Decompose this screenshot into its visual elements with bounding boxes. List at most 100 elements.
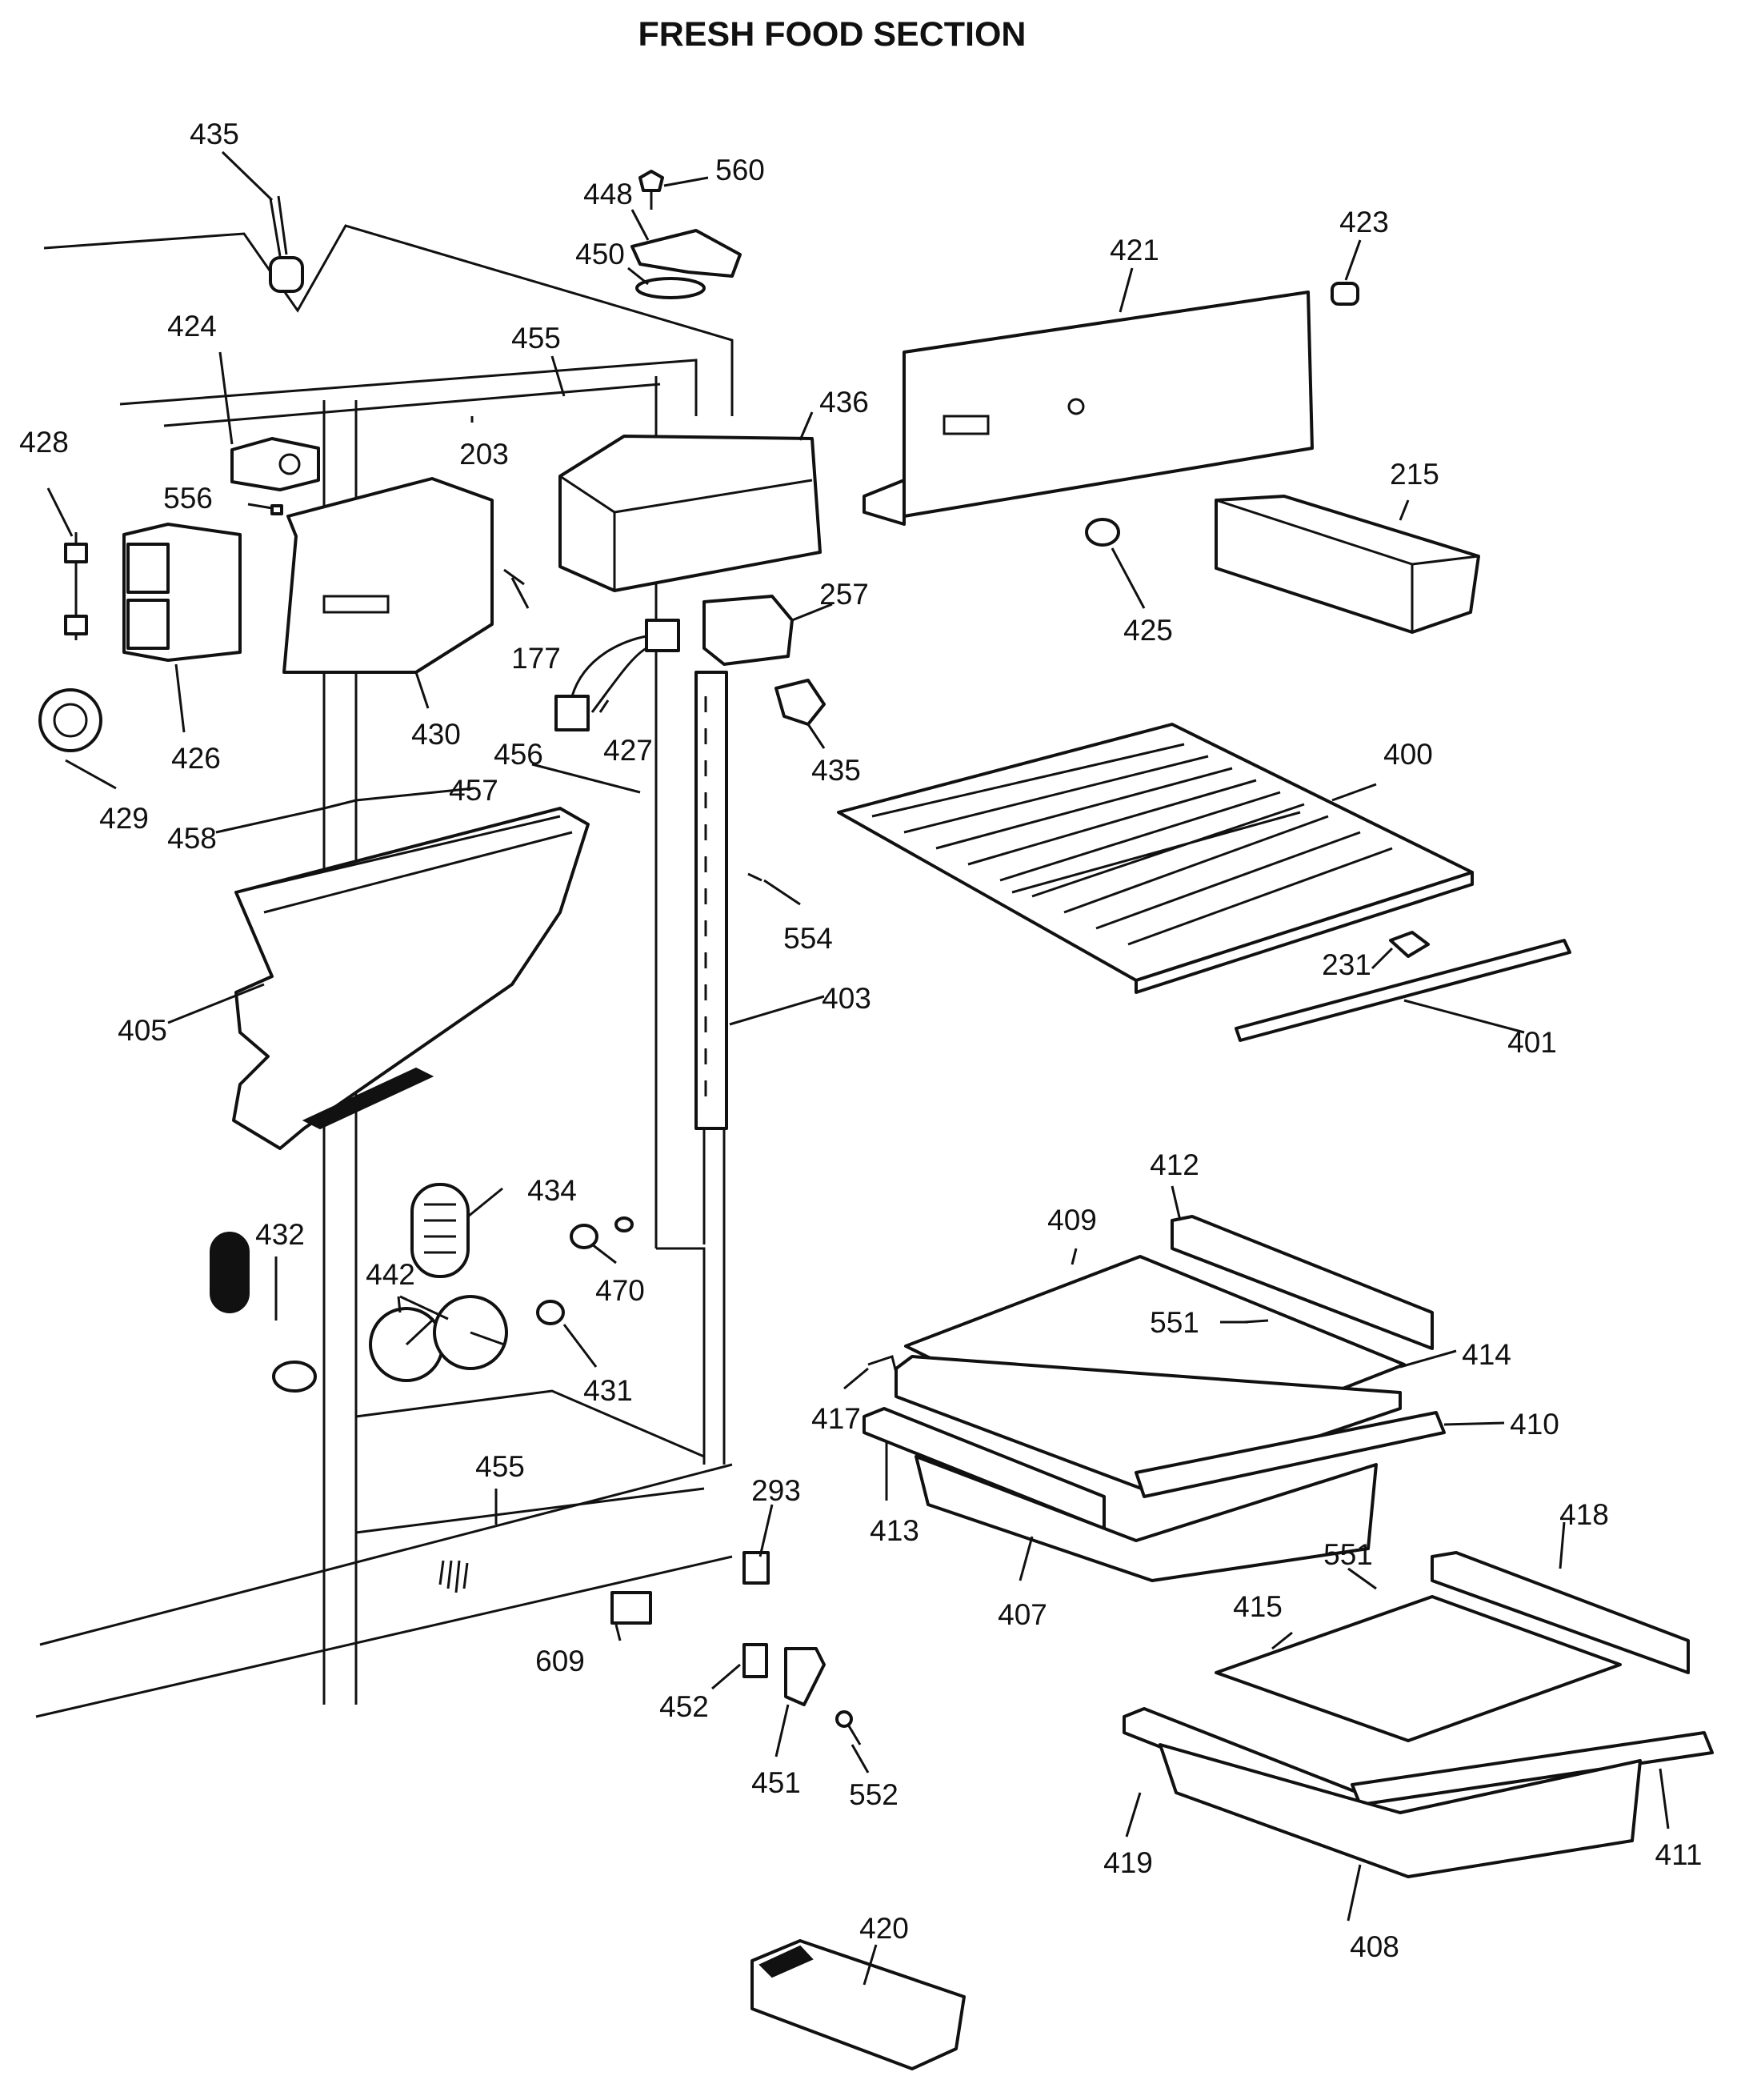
- label-401: 401: [1507, 1026, 1557, 1059]
- label-412: 412: [1150, 1148, 1199, 1181]
- part-429-cover: [38, 688, 102, 752]
- part-417-cover: [867, 1355, 898, 1373]
- label-413: 413: [870, 1514, 919, 1547]
- part-418-support: [1431, 1551, 1690, 1674]
- part-293-hinge: [742, 1551, 770, 1585]
- part-432-light-lens: [210, 1232, 317, 1393]
- label-293: 293: [751, 1474, 801, 1507]
- label-410: 410: [1510, 1408, 1559, 1441]
- label-470: 470: [595, 1274, 645, 1307]
- part-257-timer: [702, 595, 794, 666]
- label-408: 408: [1350, 1930, 1399, 1963]
- part-458-457-trim: [323, 799, 357, 810]
- label-450: 450: [575, 238, 625, 271]
- part-414-frame: [895, 1355, 1402, 1494]
- label-419: 419: [1103, 1846, 1153, 1879]
- part-421-panel: [862, 291, 1314, 526]
- label-455-top: 455: [511, 322, 561, 355]
- part-410-crisper-frame: [1135, 1411, 1446, 1498]
- part-415-glass-shelf: [1215, 1595, 1622, 1742]
- leader-lines: [46, 150, 1670, 1986]
- part-407-crisper-drawer: [915, 1455, 1378, 1582]
- part-428-bulb-socket: [64, 532, 88, 640]
- label-418: 418: [1559, 1498, 1609, 1531]
- diagram-title: FRESH FOOD SECTION: [638, 15, 1027, 54]
- label-421: 421: [1110, 234, 1159, 267]
- label-427: 427: [603, 734, 653, 767]
- part-400-wire-shelf: [837, 723, 1474, 994]
- label-442: 442: [366, 1258, 415, 1291]
- part-425-knob: [1085, 518, 1120, 547]
- label-448: 448: [583, 178, 633, 210]
- label-451: 451: [751, 1766, 801, 1799]
- label-405: 405: [118, 1014, 167, 1047]
- label-431: 431: [583, 1374, 633, 1407]
- label-455-bottom: 455: [475, 1450, 525, 1483]
- label-231: 231: [1322, 948, 1371, 981]
- part-552-screw: [835, 1710, 862, 1745]
- part-431-grommet: [536, 1300, 565, 1325]
- part-470-knob: [570, 1216, 634, 1249]
- label-552: 552: [849, 1778, 899, 1811]
- callout-labels: 435 560 448 450 423 421 424 455 436 428 …: [19, 118, 1702, 1963]
- part-426-light-housing: [122, 523, 242, 662]
- label-556: 556: [163, 482, 213, 515]
- label-400: 400: [1383, 738, 1433, 771]
- part-554-screw: [747, 872, 762, 882]
- part-609-switch: [610, 1591, 652, 1625]
- label-425: 425: [1123, 614, 1173, 647]
- label-409: 409: [1047, 1204, 1097, 1236]
- label-429: 429: [99, 802, 149, 835]
- part-411-crisper-frame: [1351, 1731, 1714, 1806]
- part-413-handle: [862, 1407, 1106, 1530]
- label-456: 456: [494, 738, 543, 771]
- part-556-screw: [270, 504, 283, 515]
- label-609: 609: [535, 1645, 585, 1677]
- part-450-gasket: [635, 277, 706, 299]
- label-215: 215: [1390, 458, 1439, 491]
- label-203: 203: [459, 438, 509, 471]
- part-424-thermostat: [230, 437, 320, 491]
- part-427-wire-harness: [554, 619, 680, 731]
- label-432: 432: [255, 1218, 305, 1251]
- part-436-housing: [558, 435, 822, 592]
- part-430-control-housing: [282, 477, 494, 674]
- label-435: 435: [190, 118, 239, 150]
- label-417: 417: [811, 1402, 861, 1435]
- part-177-screw: [503, 568, 525, 586]
- label-436: 436: [819, 386, 869, 419]
- part-442-control: [369, 1295, 508, 1382]
- label-554: 554: [783, 922, 833, 955]
- part-401-trim: [1235, 939, 1571, 1042]
- part-451-hinge-bracket: [784, 1647, 826, 1706]
- label-177: 177: [511, 642, 561, 675]
- label-407: 407: [998, 1598, 1047, 1631]
- part-435-thermistor: [269, 195, 304, 293]
- label-457: 457: [449, 774, 498, 807]
- part-231-clip: [1389, 931, 1430, 958]
- part-452-plate: [742, 1643, 768, 1678]
- label-423: 423: [1339, 206, 1389, 238]
- label-420: 420: [859, 1912, 909, 1945]
- part-408-crisper-drawer: [1159, 1743, 1642, 1878]
- label-551-a: 551: [1150, 1306, 1199, 1339]
- part-560-screw: [638, 170, 664, 210]
- label-458: 458: [167, 822, 217, 855]
- label-257: 257: [819, 578, 869, 611]
- part-423-cap: [1331, 282, 1359, 306]
- part-448-bracket: [630, 229, 742, 278]
- part-405-shelf-frame: [232, 807, 590, 1150]
- label-428: 428: [19, 426, 69, 459]
- part-403-rail: [694, 671, 728, 1130]
- part-435-damper: [774, 679, 826, 726]
- label-403: 403: [822, 982, 871, 1015]
- label-551-b: 551: [1323, 1538, 1373, 1571]
- part-412-support: [1171, 1215, 1434, 1350]
- label-435-b: 435: [811, 754, 861, 787]
- label-414: 414: [1462, 1338, 1511, 1371]
- label-452: 452: [659, 1690, 709, 1723]
- label-560: 560: [715, 154, 765, 186]
- label-426: 426: [171, 742, 221, 775]
- label-434: 434: [527, 1174, 577, 1207]
